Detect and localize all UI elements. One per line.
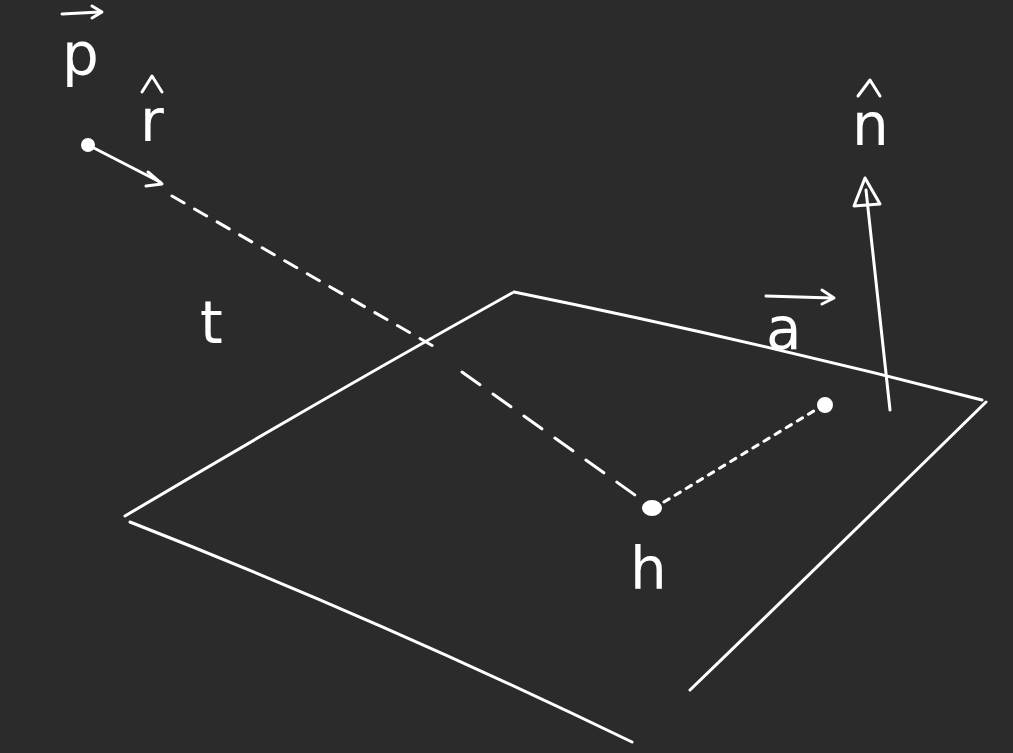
direction-arrow — [90, 146, 160, 182]
distance-label: t — [200, 294, 223, 352]
direction-label: r — [140, 92, 164, 150]
vector-arrow-mark — [62, 12, 100, 14]
vector-arrow-mark — [822, 290, 834, 304]
point-dot — [643, 501, 661, 515]
plane-edge — [514, 292, 982, 400]
ray-dashed-line — [462, 372, 642, 500]
point-dot — [818, 398, 832, 412]
plane-edge — [125, 293, 512, 516]
vector-arrow-mark — [766, 296, 832, 298]
arrow-head — [854, 178, 880, 206]
normal-label: n — [852, 96, 889, 154]
normal-arrow — [866, 190, 890, 410]
point-label: p — [62, 26, 99, 84]
hat-mark — [858, 80, 880, 96]
hat-mark — [142, 76, 162, 92]
vector-label: a — [766, 300, 802, 358]
point-label: h — [630, 540, 667, 598]
dotted-line — [664, 406, 822, 502]
plane-edge — [130, 522, 632, 742]
point-dot — [82, 139, 94, 151]
plane-edge — [690, 402, 986, 690]
arrow-head — [146, 172, 162, 186]
vector-arrow-mark — [92, 6, 102, 18]
